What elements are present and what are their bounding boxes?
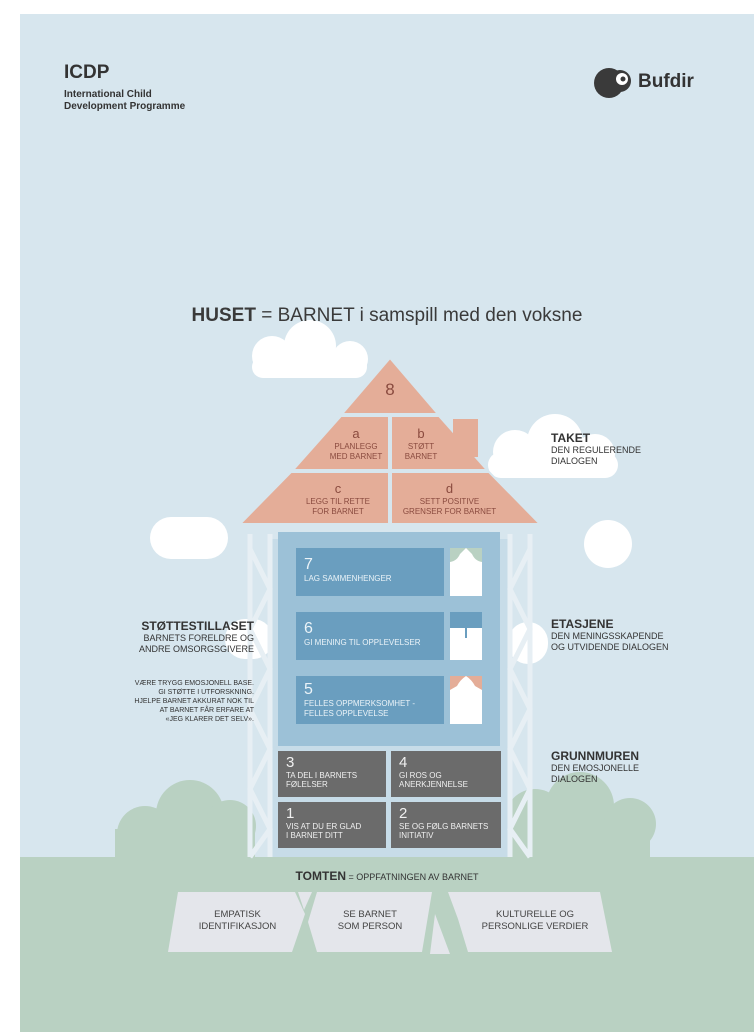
cloud-3 (150, 517, 228, 559)
floor-5-text: 5 FELLES OPPMERKSOMHET - FELLES OPPLEVEL… (304, 681, 415, 718)
floor-6-text: 6 GI MENING TIL OPPLEVELSER (304, 620, 421, 647)
headline-bold: HUSET (191, 305, 256, 326)
house-diagram (20, 320, 754, 1032)
label-stottestillaset: STØTTESTILLASET BARNETS FORELDRE OG ANDR… (138, 619, 254, 654)
roof-top-8 (339, 356, 441, 415)
bush-left (115, 780, 256, 862)
headline-rest: = BARNET i samspill med den voksne (255, 305, 583, 326)
stone-gap-1 (298, 892, 312, 910)
cloud-1 (252, 320, 368, 378)
foundation-1-text: 1 VIS AT DU ER GLAD I BARNET DITT (286, 805, 362, 841)
foundation-3-text: 3 TA DEL I BARNETS FØLELSER (286, 754, 358, 790)
stone-2 (308, 892, 432, 952)
window-5 (450, 676, 482, 724)
foundation-3 (278, 751, 386, 797)
roof-a (290, 415, 390, 471)
stone-3 (448, 892, 612, 952)
foundation (278, 751, 501, 848)
label-grunnmuren: GRUNNMUREN DEN EMOSJONELLE DIALOGEN (551, 749, 640, 784)
scaffold-right (507, 534, 533, 859)
foundation-1 (278, 802, 386, 848)
app-title: ICDP (64, 62, 110, 83)
stone-3-text: KULTURELLE OG PERSONLIGE VERDIER (481, 909, 589, 932)
foundation-2 (391, 802, 501, 848)
roof-c-text: c LEGG TIL RETTE FOR BARNET (305, 481, 370, 516)
foundation-4-text: 4 GI ROS OG ANERKJENNELSE (399, 754, 468, 790)
stottestillaset-note: VÆRE TRYGG EMOSJONELL BASE. GI STØTTE I … (134, 680, 254, 723)
window-7 (450, 548, 482, 596)
stone-1 (168, 892, 305, 952)
bufdir-bird-icon (594, 68, 631, 98)
stone-1-text: EMPATISK IDENTIFIKASJON (198, 909, 277, 932)
headline: HUSET = BARNET i samspill med den voksne (20, 305, 754, 327)
label-etasjene: ETASJENE DEN MENINGSSKAPENDE OG UTVIDEND… (551, 617, 669, 652)
roof-top-number: 8 (385, 380, 395, 399)
roof-b-text: b STØTT BARNET (404, 426, 438, 461)
window-6 (450, 612, 482, 660)
roof-a-text: a PLANLEGG MED BARNET (329, 426, 383, 461)
foundation-4 (391, 751, 501, 797)
bufdir-logo: Bufdir (592, 66, 722, 100)
floor-7-text: 7 LAG SAMMENHENGER (304, 556, 392, 583)
stone-2-text: SE BARNET SOM PERSON (337, 909, 403, 932)
label-taket: TAKET DEN REGULERENDE DIALOGEN (551, 431, 642, 466)
subtitle: International Child Development Programm… (64, 89, 186, 112)
cloud-2 (488, 414, 618, 478)
chimney (453, 419, 478, 457)
stones (168, 892, 612, 954)
floor-6-box (296, 612, 444, 660)
foundation-2-text: 2 SE OG FØLG BARNETS INITIATIV (399, 805, 489, 841)
roof-c (237, 471, 390, 525)
floor-7-box (296, 548, 444, 596)
stone-gap-2 (430, 914, 450, 954)
floor-5-box (296, 676, 444, 724)
bush-right (505, 772, 656, 859)
tomten-label: TOMTEN = OPPFATNINGEN AV BARNET (295, 869, 479, 883)
poster: ICDP International Child Development Pro… (20, 14, 754, 1032)
cloud-4 (584, 520, 632, 568)
roof-d (390, 471, 543, 525)
logo-text: Bufdir (638, 71, 694, 92)
roof-d-text: d SETT POSITIVE GRENSER FOR BARNET (402, 481, 497, 516)
scaffold-left (247, 534, 273, 859)
roof (237, 356, 543, 525)
